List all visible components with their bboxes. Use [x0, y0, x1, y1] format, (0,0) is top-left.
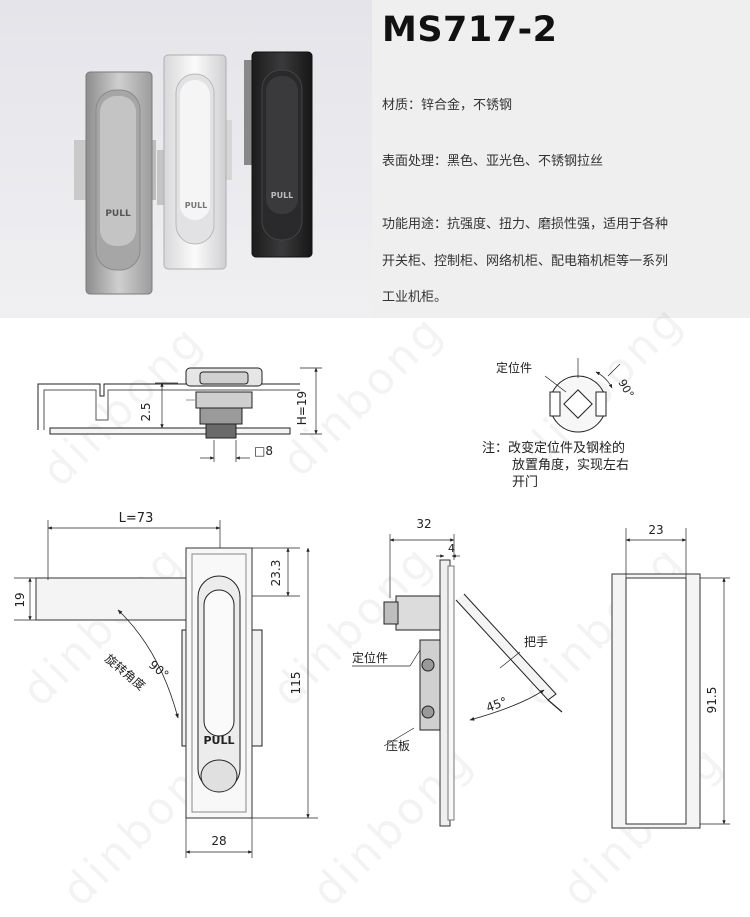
- spec-usage-line3: 工业机柜。: [382, 290, 448, 305]
- section-view: [352, 534, 563, 827]
- dim-side-height: H=19: [295, 391, 309, 425]
- lock-black: PULL: [244, 51, 313, 258]
- pull-label-silver: PULL: [185, 201, 208, 210]
- section-angle: 45°: [484, 694, 509, 714]
- product-photo-illustration: PULL PULL PULL: [0, 0, 372, 318]
- technical-drawing: 2.5 H=19 □8 定位件 90° 注：改变定位件及钢栓的 放置角度，实现左…: [13, 358, 730, 858]
- spec-usage-line1: 功能用途：抗强度、扭力、磨损性强，适用于各种: [382, 217, 669, 232]
- front-pull-label: PULL: [203, 734, 234, 747]
- dim-depth: 32: [416, 517, 431, 531]
- label-handle: 把手: [524, 635, 548, 649]
- dim-bar: 19: [13, 592, 27, 607]
- dim-total-height: 115: [289, 672, 303, 695]
- spec-material: 材质：锌合金，不锈钢: [382, 98, 513, 113]
- panel-cutout: [611, 528, 730, 829]
- dim-square-shaft: □8: [254, 444, 273, 458]
- dim-thickness: 2.5: [139, 402, 153, 421]
- lock-note-line3: 开门: [512, 475, 538, 490]
- product-model-title: MS717-2: [382, 10, 558, 50]
- lock-silver: PULL: [157, 54, 232, 270]
- product-info-panel: MS717-2 材质：锌合金，不锈钢 表面处理：黑色、亚光色、不锈钢拉丝 功能用…: [372, 0, 750, 318]
- lock-detail-label: 定位件: [496, 360, 532, 375]
- pull-label-steel: PULL: [105, 209, 131, 219]
- label-positioner: 定位件: [352, 650, 388, 665]
- lock-note-line2: 放置角度，实现左右: [512, 457, 629, 473]
- dim-length: L=73: [119, 511, 154, 526]
- cutout-height: 91.5: [705, 687, 719, 714]
- rotation-angle: 90°: [146, 658, 171, 682]
- lock-steel: PULL: [74, 71, 156, 295]
- side-view: [37, 367, 322, 462]
- product-photo: PULL PULL PULL: [0, 0, 372, 318]
- front-view: [14, 520, 318, 858]
- spec-usage-line2: 开关柜、控制柜、网络机柜、配电箱机柜等一系列: [382, 254, 669, 269]
- label-pressure-plate: 压板: [386, 739, 410, 753]
- lock-detail: [544, 358, 621, 433]
- pull-label-black: PULL: [271, 191, 294, 200]
- dim-width: 28: [211, 834, 226, 848]
- rotation-label: 旋转角度: [102, 651, 148, 693]
- dim-top: 23.3: [269, 560, 283, 587]
- lock-note-line1: 注：改变定位件及钢栓的: [482, 440, 625, 456]
- spec-finish: 表面处理：黑色、亚光色、不锈钢拉丝: [382, 154, 604, 169]
- cutout-width: 23: [648, 523, 663, 537]
- dim-plate: 4: [448, 542, 455, 555]
- lock-detail-angle: 90°: [615, 377, 636, 400]
